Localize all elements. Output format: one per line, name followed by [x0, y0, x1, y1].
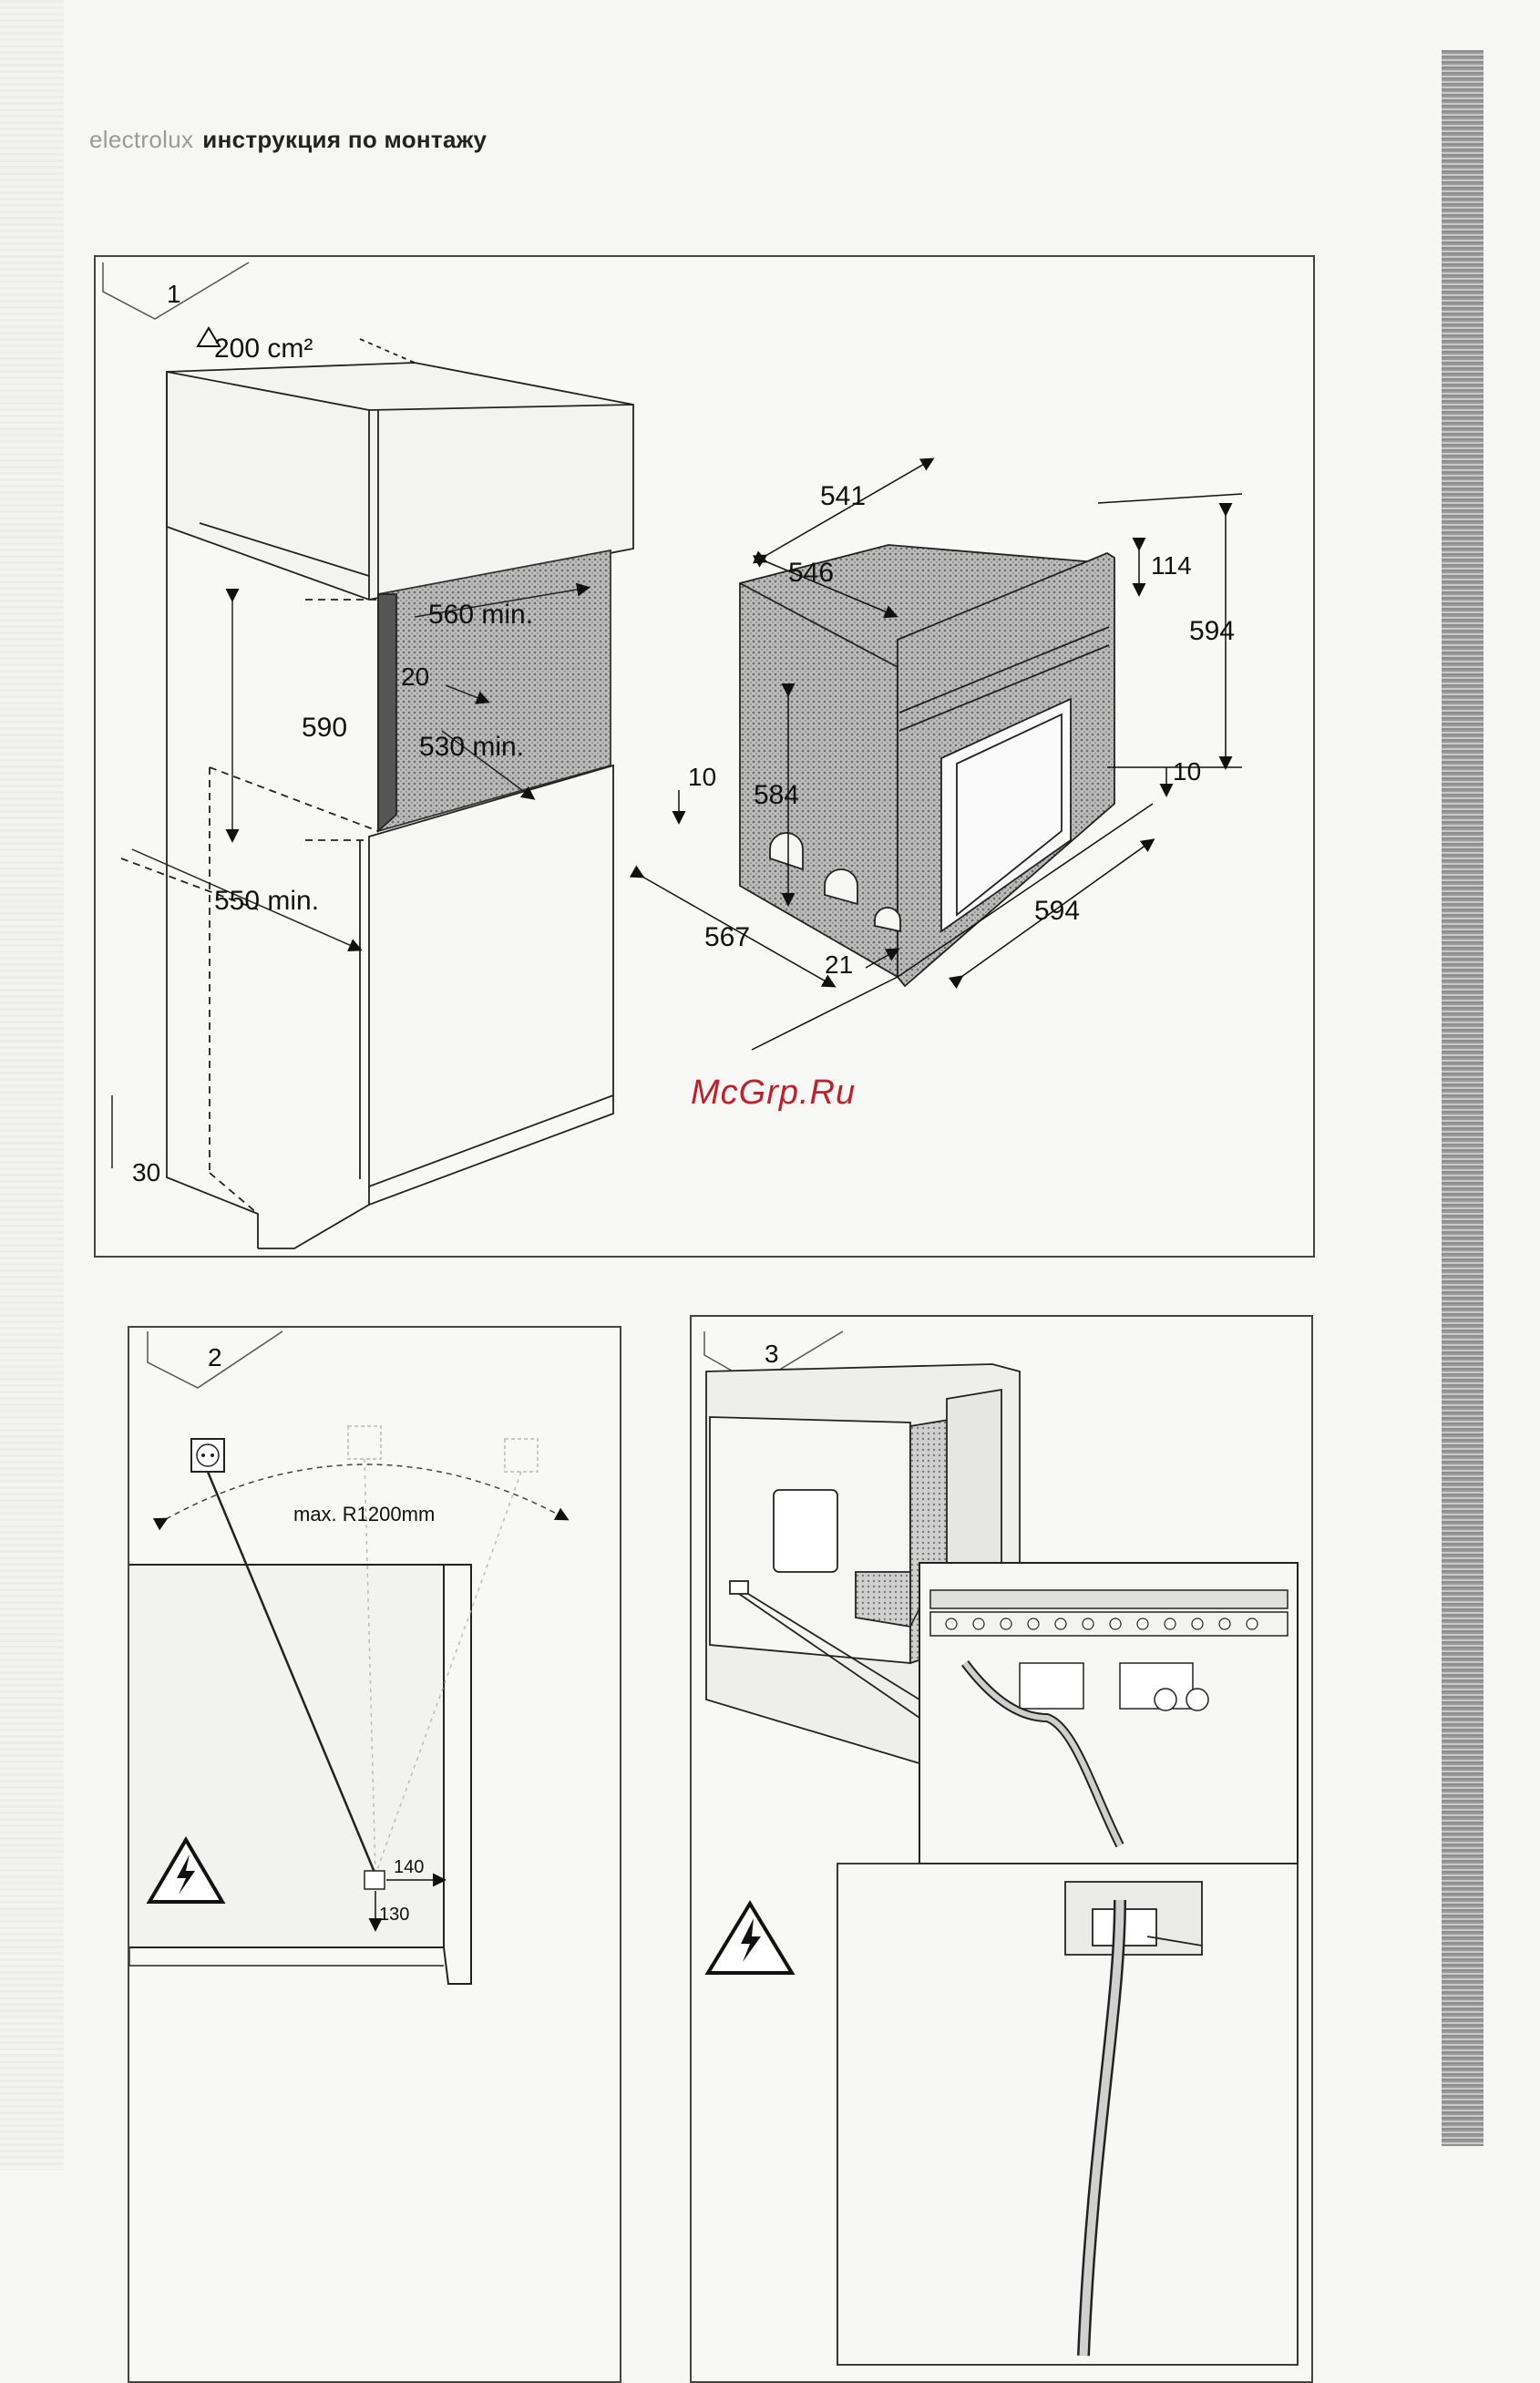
- brand-text: electrolux: [89, 126, 193, 153]
- figure-3-number: 3: [765, 1340, 779, 1368]
- cable-clamp-drawing: [837, 1864, 1298, 2365]
- dim-offset-bottom: 130: [379, 1905, 409, 1925]
- dim-offset-right: 140: [394, 1857, 424, 1877]
- cabinet-drawing: [112, 339, 633, 1248]
- scan-edge-right: [1442, 50, 1484, 2146]
- dim-front-thickness: 21: [825, 950, 853, 979]
- dim-oven-depth-total: 567: [704, 922, 750, 952]
- terminal-block-inset: [910, 1563, 1298, 1864]
- electric-warning-icon: [708, 1904, 792, 1973]
- figure-2-panel: 2 max. R1200mm 140 130: [128, 1326, 621, 2383]
- dim-plinth: 30: [132, 1158, 160, 1186]
- dim-foot-right: 10: [1173, 757, 1201, 786]
- dim-oven-depth-body: 546: [788, 558, 834, 588]
- radius-label: max. R1200mm: [293, 1503, 435, 1525]
- dim-oven-panel-height: 114: [1151, 551, 1192, 580]
- dim-cabinet-depth-top: 560 min.: [428, 600, 533, 630]
- page-header: electrolux инструкция по монтажу: [89, 126, 487, 154]
- dim-oven-width: 594: [1034, 896, 1080, 926]
- dim-cabinet-width: 550 min.: [214, 886, 319, 916]
- figure-1-number: 1: [167, 280, 181, 308]
- vent-area-label: 200 cm²: [214, 334, 313, 364]
- connection-point-icon: [364, 1871, 385, 1889]
- dim-cabinet-gap: 20: [401, 663, 429, 691]
- figure-2-number: 2: [208, 1343, 222, 1371]
- dim-foot-left: 10: [688, 763, 716, 791]
- figure-3-diagram: 3: [692, 1317, 1311, 2381]
- watermark-text: McGrp.Ru: [691, 1073, 856, 1113]
- scan-edge-left: [0, 0, 64, 2170]
- dim-oven-body-height: 584: [754, 780, 799, 810]
- figure-3-panel: 3: [690, 1315, 1313, 2383]
- dim-cabinet-depth-bottom: 530 min.: [419, 732, 524, 762]
- dim-oven-height: 594: [1189, 616, 1235, 646]
- dim-oven-depth-top: 541: [820, 481, 866, 511]
- header-title: инструкция по монтажу: [202, 126, 487, 153]
- figure-2-diagram: 2 max. R1200mm 140 130: [129, 1328, 620, 2381]
- dim-cabinet-height: 590: [302, 713, 347, 743]
